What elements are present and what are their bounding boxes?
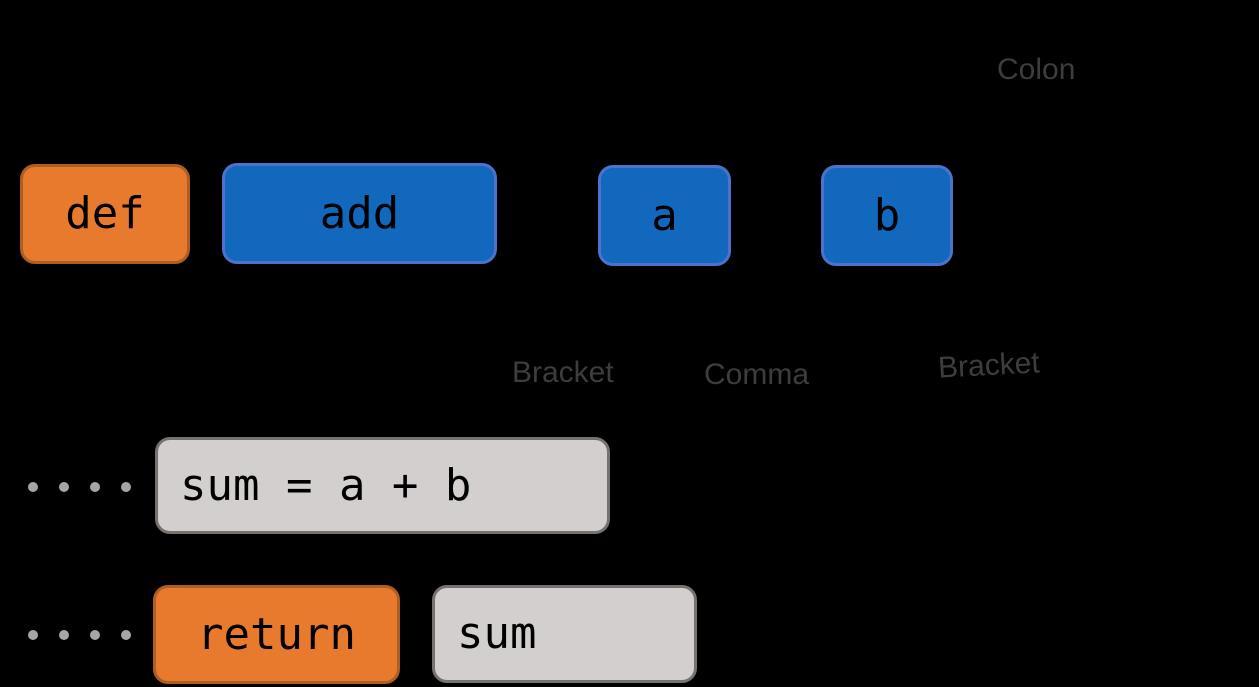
indent-dot: [59, 482, 69, 492]
label-bracket-close: Bracket: [937, 346, 1041, 385]
token-add-identifier: add: [222, 163, 497, 264]
indent-dot: [121, 482, 131, 492]
indent-dot: [121, 630, 131, 640]
indent-dot: [28, 482, 38, 492]
indent-dot: [90, 482, 100, 492]
token-def-keyword: def: [20, 164, 190, 264]
indent-dot: [28, 630, 38, 640]
token-param-a: a: [598, 165, 731, 266]
indent-dots-row3: [28, 630, 131, 640]
token-param-b: b: [821, 165, 953, 266]
indent-dot: [90, 630, 100, 640]
token-sum-statement: sum = a + b: [155, 437, 610, 534]
token-return-keyword: return: [153, 585, 400, 684]
label-colon: Colon: [997, 53, 1076, 86]
token-sum-identifier: sum: [432, 585, 697, 683]
indent-dot: [59, 630, 69, 640]
label-bracket-open: Bracket: [512, 356, 614, 389]
indent-dots-row2: [28, 482, 131, 492]
label-comma: Comma: [704, 358, 810, 391]
